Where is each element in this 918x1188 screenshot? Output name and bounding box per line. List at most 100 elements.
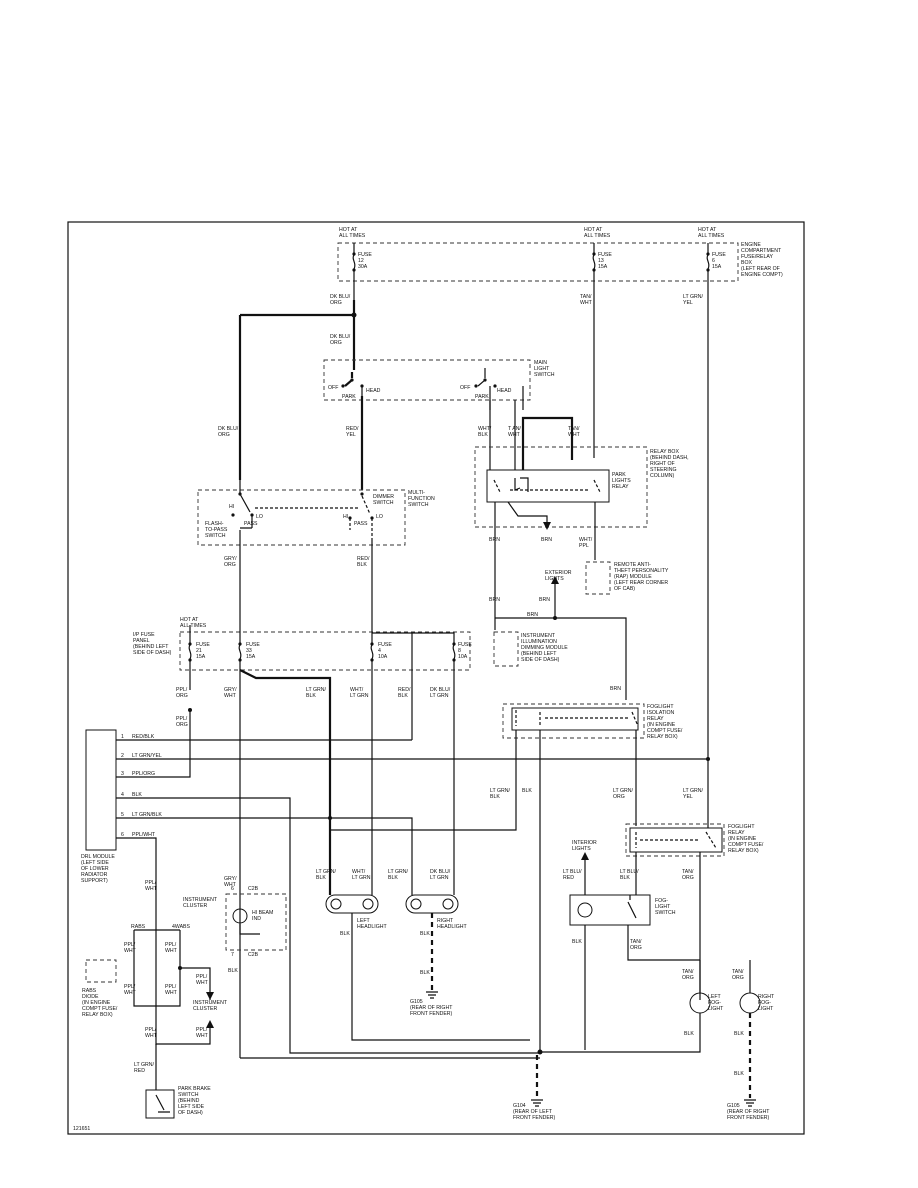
label-line: SIDE OF DASH) <box>133 650 172 656</box>
label-line: RABS <box>82 988 97 994</box>
label-line: THEFT PERSONALITY <box>614 568 669 574</box>
label-line: PARK BRAKE <box>178 1086 211 1092</box>
label-line: SUPPORT) <box>81 878 108 884</box>
wire <box>351 913 530 1041</box>
wire-color-label: RED/BLK <box>357 556 370 568</box>
label-line: WHT/ <box>352 869 366 875</box>
wire-color-label: LT GRN/YEL <box>683 294 704 306</box>
foglight-isolation-relay <box>511 707 639 731</box>
relay-box-label: RELAY BOX(BEHIND DASH,RIGHT OFSTEERINGCO… <box>650 449 689 479</box>
label-line: RED <box>134 1068 145 1074</box>
fuse-symbol <box>592 252 596 272</box>
drl-pin-wire-label: LT GRN/BLK <box>132 812 162 818</box>
label-line: BOX <box>741 260 752 266</box>
wire-color-label: TAN/ORG <box>732 969 744 981</box>
label-line: MAIN <box>534 360 547 366</box>
label-line: BLK <box>306 693 316 699</box>
wire-color-label: BRN <box>489 537 500 543</box>
label-line: T AN/ <box>508 426 521 432</box>
label-line: PASS <box>354 521 368 527</box>
splice-dot <box>351 312 357 318</box>
wire-color-label: TAN/ORG <box>682 869 694 881</box>
label-line: ORG <box>682 975 694 981</box>
wire-color-label: PPL/WHT <box>165 942 178 954</box>
label-line: RELAY <box>647 716 664 722</box>
label-line: I/P FUSE <box>133 632 155 638</box>
label-line: WHT <box>145 1033 158 1039</box>
label-line: LT GRN <box>430 875 449 881</box>
label-line: RIGHT OF <box>650 461 675 467</box>
fuse-symbol <box>706 252 710 272</box>
label-line: PARK <box>612 472 626 478</box>
drl-pin-wire-label: BLK <box>132 792 142 798</box>
switch-contact <box>155 1094 170 1113</box>
arrow-icon <box>551 576 559 584</box>
label-line: PPL/ <box>124 984 136 990</box>
switch-contact <box>341 372 364 396</box>
label-line: PPL/ <box>165 942 177 948</box>
drl-module <box>85 729 117 851</box>
right-headlight <box>405 894 459 914</box>
label-line: BRN <box>539 597 550 603</box>
label-line: PPL/ <box>124 942 136 948</box>
wire <box>521 416 574 470</box>
label-line: 4 <box>378 648 381 654</box>
label-line: PPL/ <box>145 1027 157 1033</box>
label-line: HOT AT <box>698 227 717 233</box>
label-line: ORG <box>218 432 230 438</box>
left-headlight <box>325 894 379 914</box>
label-line: WHT/ <box>478 426 492 432</box>
label-line: WHT <box>165 948 178 954</box>
label-line: IND <box>252 916 261 922</box>
wire <box>489 400 516 470</box>
label-line: RED/ <box>346 426 359 432</box>
label-line: FUSE <box>358 252 372 258</box>
ip-fuse-panel <box>179 631 471 671</box>
label-line: FLASH- <box>205 521 224 527</box>
pin-label: 7 <box>231 952 234 958</box>
label-line: WHT <box>568 432 581 438</box>
label-line: ALL TIMES <box>584 233 611 239</box>
rabs-diode-box <box>85 959 117 983</box>
label-line: HI <box>343 514 348 520</box>
arrow-icon <box>581 852 589 860</box>
wire-color-label: WHT/BLK <box>478 426 492 438</box>
label-line: INSTRUMENT <box>521 633 556 639</box>
label-line: DK BLU/ <box>218 426 239 432</box>
label-line: LIGHT <box>534 366 550 372</box>
label-line: (BEHIND LEFT <box>521 651 557 657</box>
label-line: BLK <box>734 1031 744 1037</box>
label-line: EXTERIOR <box>545 570 572 576</box>
label-line: ORG <box>176 693 188 699</box>
label-line: WHT <box>580 300 593 306</box>
label-line: (LEFT REAR CORNER <box>614 580 668 586</box>
label-line: DRL MODULE <box>81 854 115 860</box>
splice-dot <box>537 1049 543 1055</box>
label-line: OFF <box>460 385 470 391</box>
label-line: SWITCH <box>373 500 394 506</box>
wire-color-label: TAN/WHT <box>568 426 581 438</box>
switch-position-label: PASS <box>244 521 258 527</box>
label-line: BLK <box>420 970 430 976</box>
label-line: BRN <box>489 537 500 543</box>
wire-color-label: BLK <box>572 939 582 945</box>
label-line: LT GRN/ <box>613 788 634 794</box>
wire-color-label: DK BLU/ORG <box>330 334 351 346</box>
label-line: RELAY BOX) <box>728 848 759 854</box>
label-line: LIGHT <box>758 1006 774 1012</box>
label-line: BLK <box>398 693 408 699</box>
wire-color-label: LT BLU/BLK <box>620 869 639 881</box>
label-line: WHT <box>145 886 158 892</box>
wire-color-label: LT GRN/BLK <box>490 788 511 800</box>
